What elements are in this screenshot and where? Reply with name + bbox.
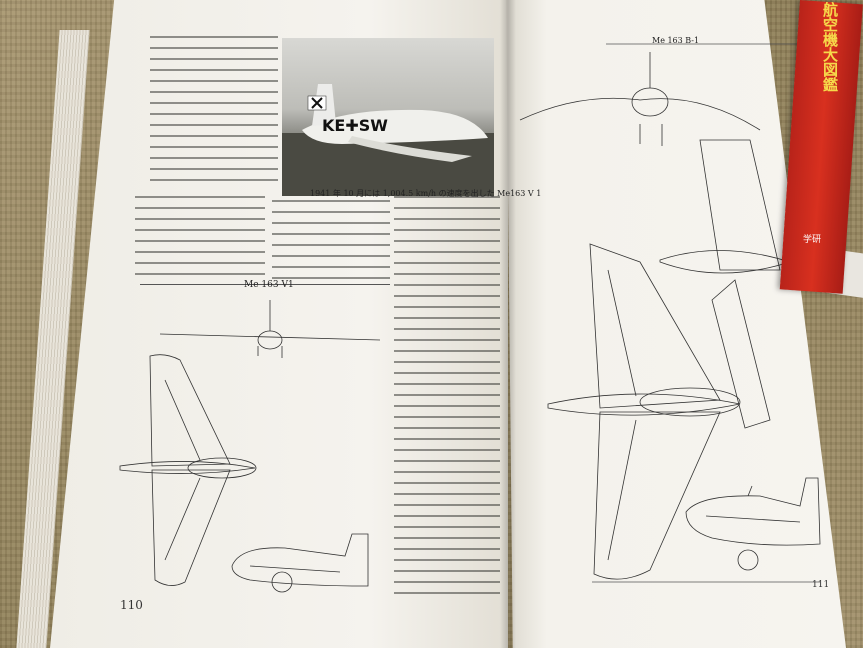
b1-top-view bbox=[547, 139, 792, 580]
side-book-title: 航空機大図鑑 bbox=[821, 2, 839, 92]
aircraft-photo-image bbox=[282, 84, 494, 196]
me163-b1-label: Me 163 B-1 bbox=[652, 36, 700, 45]
drawing-divider-rule bbox=[140, 284, 390, 285]
book-gutter bbox=[500, 0, 516, 648]
right-page-number: 111 bbox=[812, 580, 830, 590]
v1-side-view bbox=[231, 533, 369, 593]
aircraft-photo: KE✚SW bbox=[282, 38, 494, 196]
v1-top-view bbox=[119, 354, 257, 586]
v1-front-view bbox=[159, 300, 381, 358]
me163-v1-label: Me 163 V1 bbox=[244, 280, 294, 290]
left-middle-column-text bbox=[272, 200, 390, 282]
b1-side-view bbox=[685, 477, 821, 571]
side-book-publisher: 学研 bbox=[803, 235, 822, 245]
left-body-text-top bbox=[150, 36, 278, 186]
b1-front-view bbox=[519, 52, 761, 146]
photo-registration-marking: KE✚SW bbox=[322, 116, 388, 135]
right-column-text bbox=[394, 196, 500, 594]
photo-caption: 1941 年 10 月には 1,004.5 km/h の速度を出した Me163… bbox=[310, 189, 542, 198]
left-body-text-lower bbox=[135, 196, 265, 278]
left-page-number: 110 bbox=[120, 598, 143, 612]
